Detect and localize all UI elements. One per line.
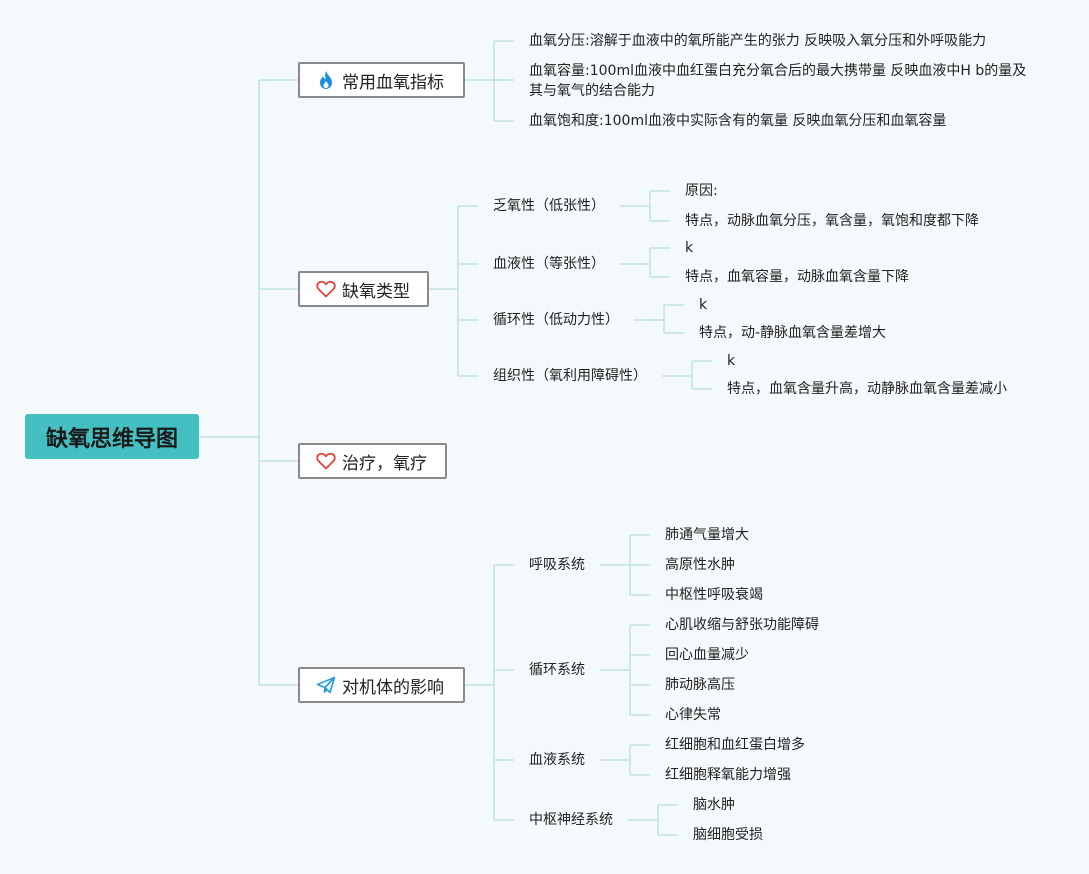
branch-effects-on-body[interactable]: 对机体的影响 <box>298 667 465 703</box>
type-circulatory-feature[interactable]: 特点，动-静脉血氧含量差增大 <box>699 325 887 341</box>
heart-icon <box>316 279 336 299</box>
branch-label: 对机体的影响 <box>342 677 444 698</box>
branch-hypoxia-types[interactable]: 缺氧类型 <box>298 271 429 307</box>
system-circulatory[interactable]: 循环系统 <box>529 662 585 678</box>
type-histogenous-item[interactable]: k <box>727 353 736 369</box>
respiratory-item[interactable]: 高原性水肿 <box>665 557 735 573</box>
branch-label: 常用血氧指标 <box>342 72 444 93</box>
type-hemic[interactable]: 血液性（等张性） <box>493 256 605 272</box>
type-hemic-feature[interactable]: 特点，血氧容量，动脉血氧含量下降 <box>685 269 909 285</box>
blood-item[interactable]: 红细胞释氧能力增强 <box>665 767 791 783</box>
branch-treatment[interactable]: 治疗，氧疗 <box>298 443 447 479</box>
type-histogenous-feature[interactable]: 特点，血氧含量升高，动静脉血氧含量差减小 <box>727 381 1007 397</box>
heart-icon <box>316 451 336 471</box>
paper-plane-icon <box>316 675 336 695</box>
branch-common-blood-oxygen-indices[interactable]: 常用血氧指标 <box>298 62 465 98</box>
system-blood[interactable]: 血液系统 <box>529 752 585 768</box>
blood-item[interactable]: 红细胞和血红蛋白增多 <box>665 737 805 753</box>
cns-item[interactable]: 脑水肿 <box>693 797 735 813</box>
respiratory-item[interactable]: 肺通气量增大 <box>665 527 749 543</box>
circulatory-item[interactable]: 回心血量减少 <box>665 647 749 663</box>
type-hemic-item[interactable]: k <box>685 240 694 256</box>
fire-icon <box>316 70 336 90</box>
system-respiratory[interactable]: 呼吸系统 <box>529 557 585 573</box>
circulatory-item[interactable]: 心律失常 <box>665 707 721 723</box>
type-hypotonic-feature[interactable]: 特点，动脉血氧分压，氧含量，氧饱和度都下降 <box>685 213 979 229</box>
branch-label: 缺氧类型 <box>342 281 410 302</box>
cns-item[interactable]: 脑细胞受损 <box>693 827 763 843</box>
type-hypotonic[interactable]: 乏氧性（低张性） <box>493 198 605 214</box>
type-histogenous[interactable]: 组织性（氧利用障碍性） <box>493 368 647 384</box>
type-circulatory[interactable]: 循环性（低动力性） <box>493 312 619 328</box>
circulatory-item[interactable]: 肺动脉高压 <box>665 677 735 693</box>
respiratory-item[interactable]: 中枢性呼吸衰竭 <box>665 587 763 603</box>
type-hypotonic-cause[interactable]: 原因: <box>685 183 718 199</box>
root-node[interactable]: 缺氧思维导图 <box>25 414 199 459</box>
system-central-nervous[interactable]: 中枢神经系统 <box>529 812 613 828</box>
type-circulatory-item[interactable]: k <box>699 297 708 313</box>
leaf-blood-oxygen-saturation[interactable]: 血氧饱和度:100ml血液中实际含有的氧量 反映血氧分压和血氧容量 <box>529 113 947 129</box>
circulatory-item[interactable]: 心肌收缩与舒张功能障碍 <box>665 617 819 633</box>
leaf-blood-oxygen-partial-pressure[interactable]: 血氧分压:溶解于血液中的氧所能产生的张力 反映吸入氧分压和外呼吸能力 <box>529 33 987 49</box>
branch-label: 治疗，氧疗 <box>342 453 427 474</box>
leaf-blood-oxygen-capacity[interactable]: 血氧容量:100ml血液中血红蛋白充分氧合后的最大携带量 反映血液中H b的量及… <box>529 63 1027 99</box>
